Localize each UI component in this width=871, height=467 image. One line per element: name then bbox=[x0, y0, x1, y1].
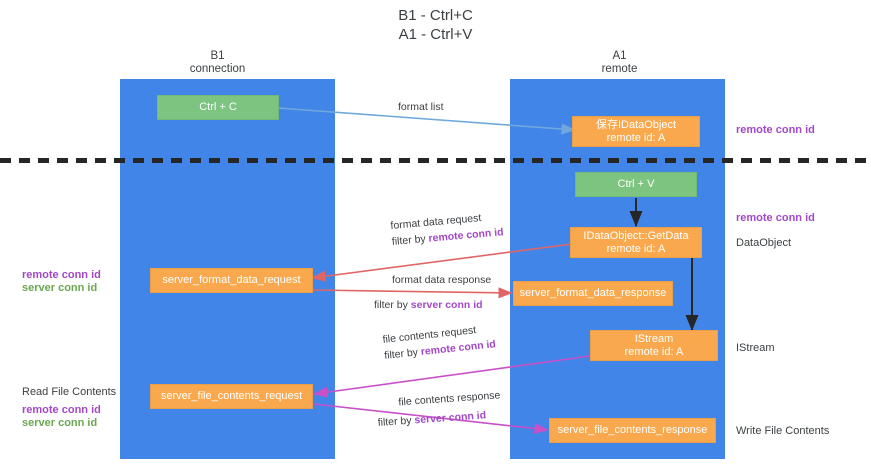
column-header-b1-role: connection bbox=[189, 63, 246, 75]
box-istream-title: IStream bbox=[634, 332, 674, 345]
box-istream[interactable]: IStream remote id: A bbox=[590, 330, 718, 361]
edge-label-file-contents-request-group: file contents request filter by remote c… bbox=[382, 322, 496, 363]
left-label-remote-conn-id-bottom: remote conn id bbox=[22, 404, 101, 416]
box-save-idataobject[interactable]: 保存IDataObject remote id: A bbox=[572, 116, 700, 147]
box-ctrl-v[interactable]: Ctrl + V bbox=[575, 172, 697, 197]
title-line-2: A1 - Ctrl+V bbox=[398, 26, 473, 43]
box-idataobject-getdata-title: IDataObject::GetData bbox=[583, 229, 689, 242]
box-save-idataobject-subtitle: remote id: A bbox=[606, 131, 666, 144]
edge-label-file-contents-response-group: file contents response filter by server … bbox=[376, 389, 502, 430]
box-ctrl-c[interactable]: Ctrl + C bbox=[157, 95, 279, 120]
right-label-dataobject: DataObject bbox=[736, 237, 792, 249]
column-header-a1-role: remote bbox=[601, 63, 638, 75]
box-server-file-contents-response[interactable]: server_file_contents_response bbox=[549, 418, 716, 443]
box-idataobject-getdata[interactable]: IDataObject::GetData remote id: A bbox=[570, 227, 702, 258]
filter-prefix: filter by bbox=[374, 299, 411, 311]
edge-label-format-data-response: format data response bbox=[392, 274, 492, 286]
filter-key-server-conn-id: server conn id bbox=[414, 409, 487, 427]
box-server-format-data-response[interactable]: server_format_data_response bbox=[513, 281, 673, 306]
page-title: B1 - Ctrl+C A1 - Ctrl+V bbox=[0, 6, 871, 44]
box-server-format-data-request[interactable]: server_format_data_request bbox=[150, 268, 313, 293]
left-label-server-conn-id-mid: server conn id bbox=[22, 282, 98, 294]
box-istream-subtitle: remote id: A bbox=[624, 345, 684, 358]
filter-prefix: filter by bbox=[377, 414, 415, 429]
edge-label-format-data-request-group: format data request filter by remote con… bbox=[390, 210, 504, 249]
filter-prefix: filter by bbox=[391, 232, 430, 248]
edge-label-format-list: format list bbox=[398, 101, 444, 113]
filter-key-server-conn-id: server conn id bbox=[410, 299, 483, 311]
left-label-server-conn-id-bottom: server conn id bbox=[22, 417, 98, 429]
edge-label-file-contents-response: file contents response bbox=[397, 389, 501, 409]
box-server-format-data-response-label: server_format_data_response bbox=[519, 287, 667, 299]
box-ctrl-v-label: Ctrl + V bbox=[617, 178, 655, 190]
column-header-b1-name: B1 bbox=[210, 50, 225, 62]
right-label-istream: IStream bbox=[736, 342, 775, 354]
box-save-idataobject-title: 保存IDataObject bbox=[595, 118, 677, 131]
edge-label-file-contents-response-filter: filter by server conn id bbox=[377, 408, 502, 430]
box-server-file-contents-request[interactable]: server_file_contents_request bbox=[150, 384, 313, 409]
right-label-remote-conn-id-mid: remote conn id bbox=[736, 212, 815, 224]
filter-prefix: filter by bbox=[383, 346, 422, 362]
phase-separator bbox=[0, 158, 871, 163]
box-server-file-contents-request-label: server_file_contents_request bbox=[160, 390, 303, 402]
edge-label-format-data-response-filter: filter by server conn id bbox=[374, 299, 483, 312]
filter-key-remote-conn-id: remote conn id bbox=[428, 226, 505, 245]
right-label-write-file-contents: Write File Contents bbox=[736, 425, 830, 437]
left-label-remote-conn-id-mid: remote conn id bbox=[22, 269, 101, 281]
right-label-remote-conn-id-top: remote conn id bbox=[736, 124, 815, 136]
column-header-b1: B1 connection bbox=[155, 50, 280, 76]
title-line-1: B1 - Ctrl+C bbox=[398, 7, 473, 24]
box-server-file-contents-response-label: server_file_contents_response bbox=[557, 424, 708, 436]
left-label-read-file-contents: Read File Contents bbox=[22, 386, 117, 398]
box-server-format-data-request-label: server_format_data_request bbox=[162, 274, 301, 286]
box-ctrl-c-label: Ctrl + C bbox=[199, 101, 237, 113]
box-idataobject-getdata-subtitle: remote id: A bbox=[606, 242, 666, 255]
column-header-a1: A1 remote bbox=[557, 50, 682, 76]
column-header-a1-name: A1 bbox=[612, 50, 627, 62]
